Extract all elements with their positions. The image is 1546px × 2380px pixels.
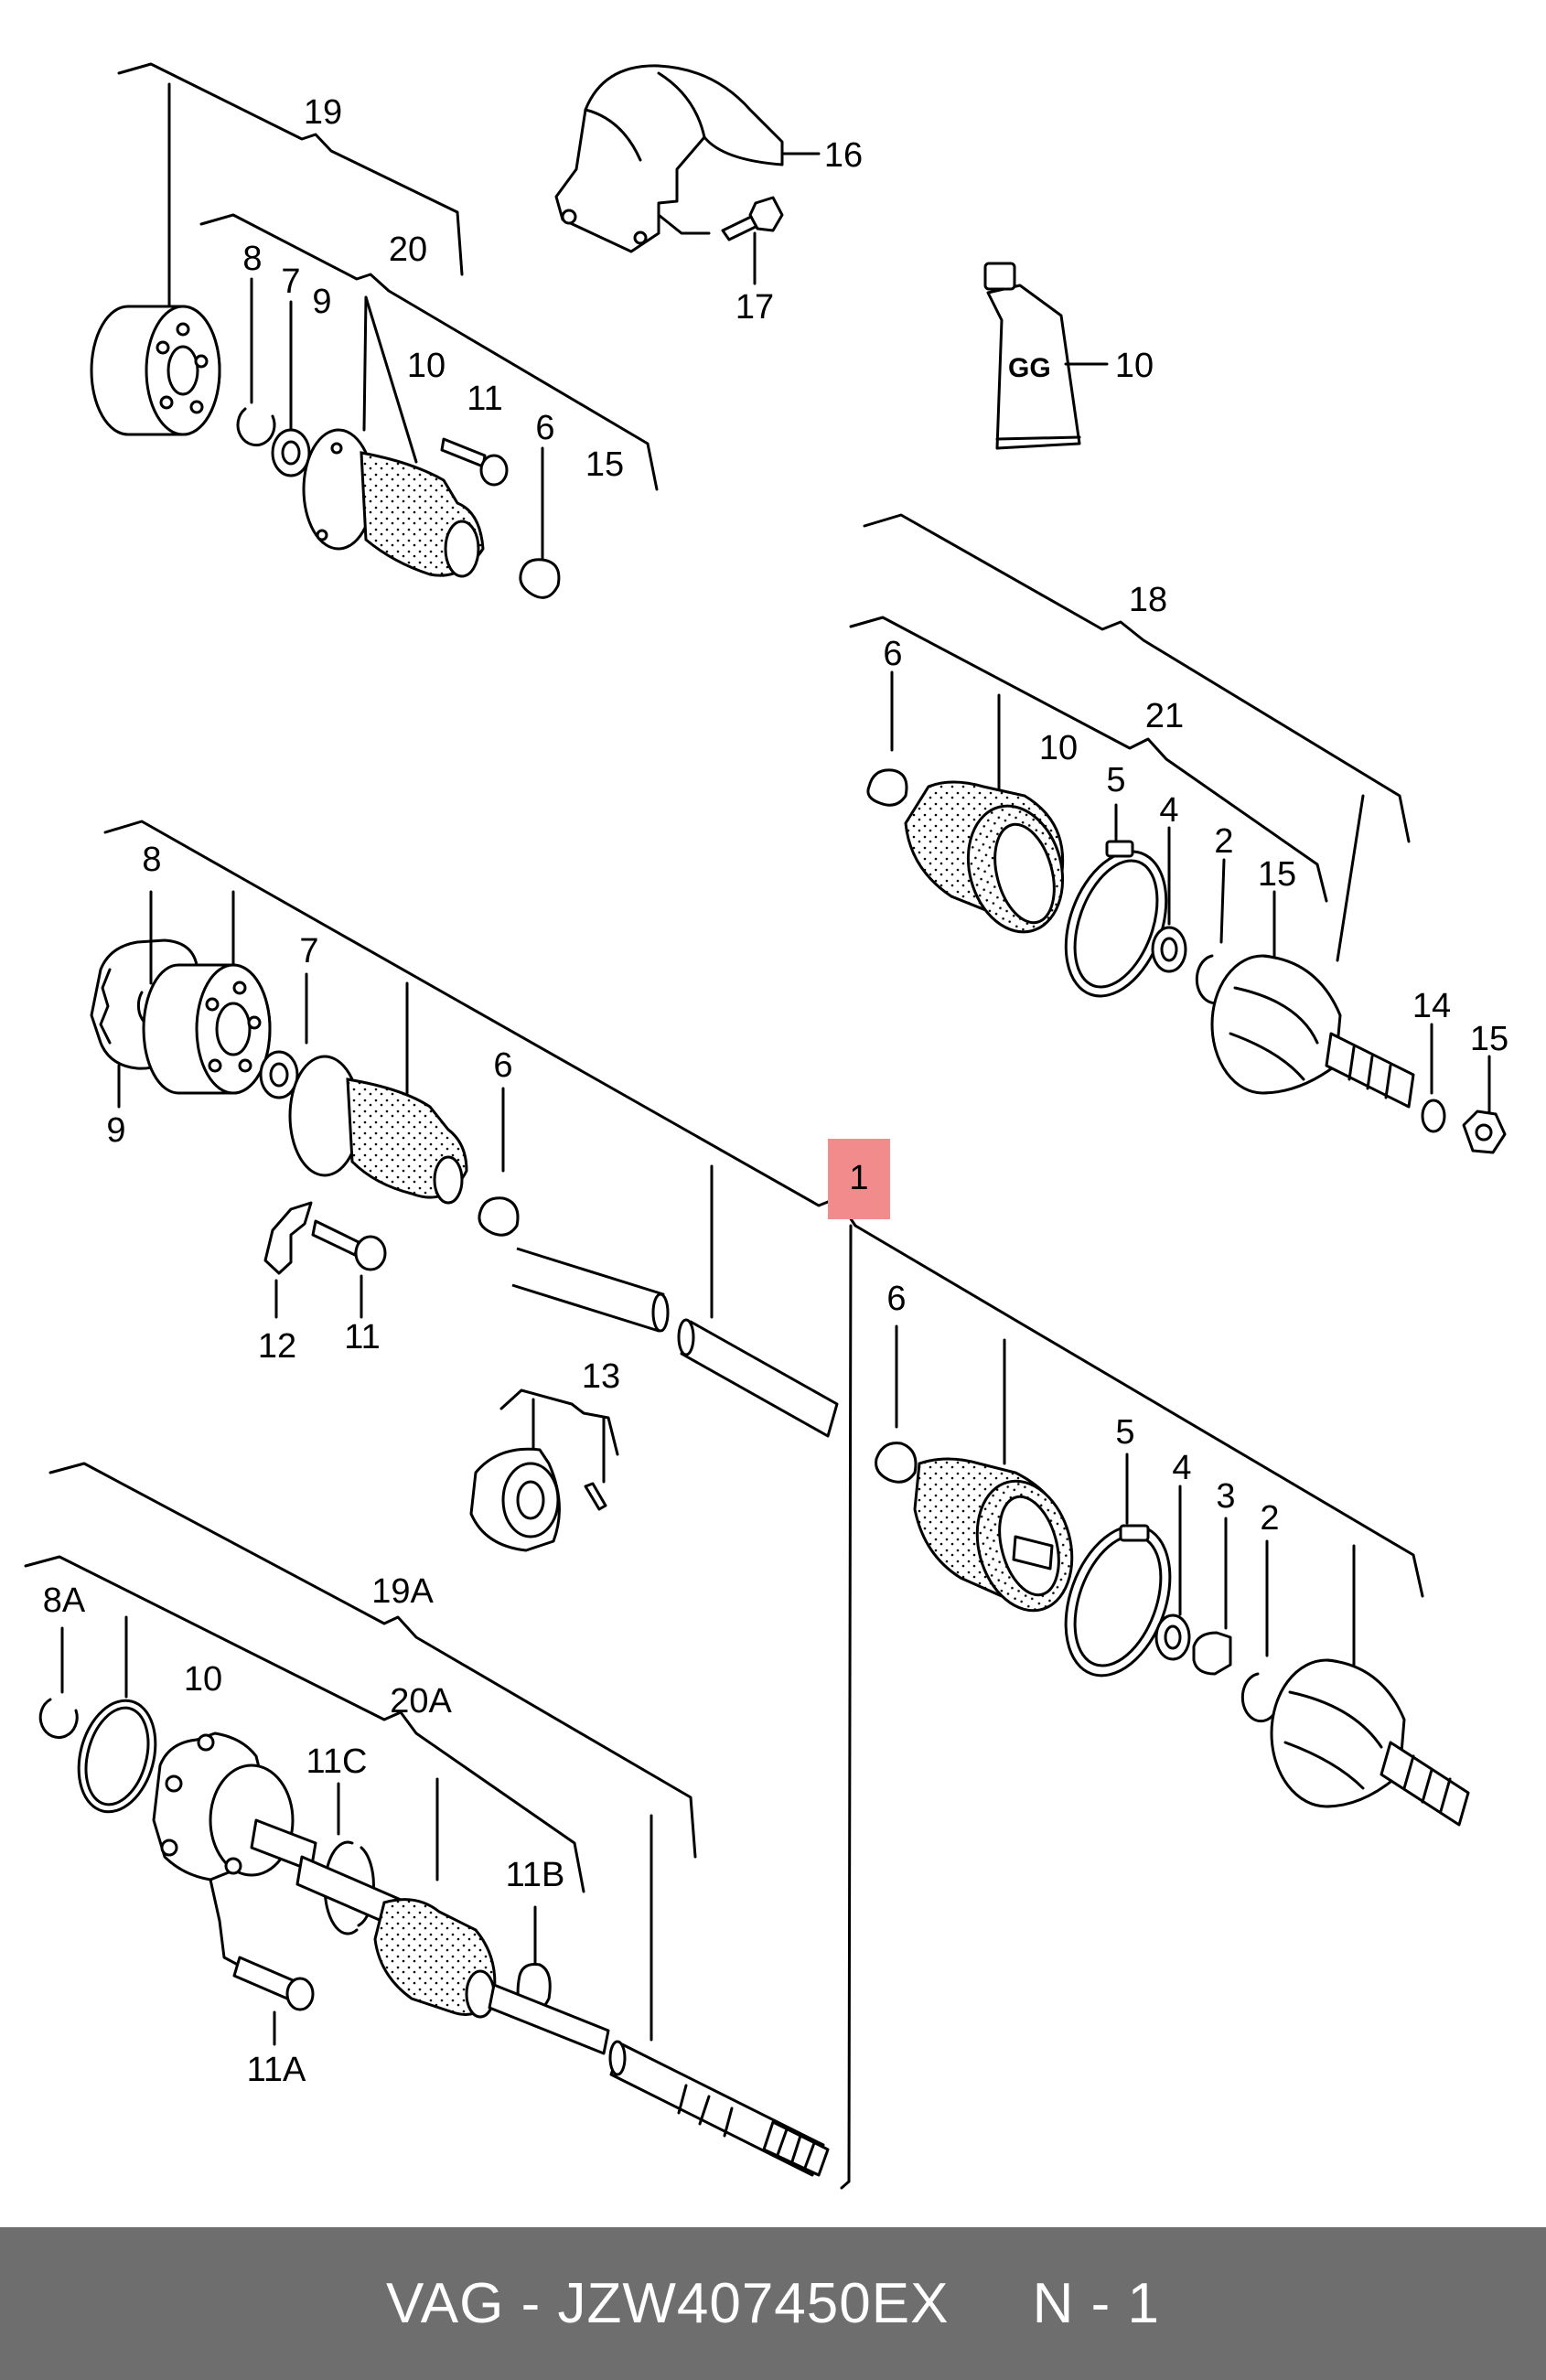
washer-14: [1421, 1023, 1446, 1133]
label-7-mid: 7: [299, 932, 318, 970]
separator-text: -: [504, 2272, 558, 2335]
label-5-low: 5: [1115, 1413, 1134, 1452]
bolt-11-top: [440, 437, 509, 487]
outer-joint-housing-19: [90, 305, 221, 436]
label-9-top: 9: [312, 283, 331, 321]
outer-joint-low: [1270, 1544, 1470, 1827]
group-19-leader: [117, 62, 464, 317]
clamp-11B: [488, 1905, 610, 2055]
circlip-8-top: [236, 277, 276, 447]
clamp-6-mid: [478, 1087, 520, 1237]
band-clamp-5-low: [1064, 1453, 1172, 1678]
tripod-joint-housing: [152, 1731, 317, 1967]
circlip-2-low: [1240, 1539, 1278, 1723]
label-19A: 19A: [371, 1572, 434, 1611]
washer-4-right: [1151, 826, 1187, 973]
caption-text: VAG - JZW407450EX N - 1: [386, 2271, 1160, 2336]
label-17: 17: [735, 288, 774, 327]
damper-13-leader: [499, 1388, 619, 1484]
label-11C: 11C: [306, 1742, 368, 1781]
group-19A-leader: [48, 1462, 697, 2042]
label-11A: 11A: [247, 2051, 306, 2089]
label-6-low: 6: [886, 1280, 906, 1318]
label-12: 12: [258, 1327, 296, 1366]
group-20-leader: [199, 213, 659, 491]
boot-10-right: [904, 693, 1065, 934]
part-number-text: JZW407450EX: [557, 2272, 950, 2335]
damper-13: [469, 1447, 607, 1552]
washer-7-top: [271, 300, 311, 477]
label-6-top: 6: [535, 409, 554, 447]
label-2-right: 2: [1214, 822, 1233, 861]
group-18-leader: [863, 513, 1411, 962]
label-2-low: 2: [1260, 1499, 1279, 1538]
seal-ring-10-low: [77, 1699, 157, 1814]
washer-4-low: [1154, 1485, 1191, 1661]
boot-10-mid: [288, 981, 468, 1205]
label-6-right: 6: [883, 635, 902, 673]
boot-20A: [295, 1777, 497, 2019]
shaft-segment-upper: [511, 1164, 839, 1438]
shaft-lower: [608, 2040, 830, 2177]
bracket-12: [263, 1201, 313, 1319]
clamp-6-top: [519, 446, 561, 599]
label-15-right: 15: [1258, 855, 1296, 894]
label-1: 1: [849, 1159, 868, 1197]
label-4-low: 4: [1172, 1449, 1191, 1487]
label-13: 13: [582, 1357, 620, 1396]
clamp-6-low: [875, 1324, 918, 1484]
gap-text: [949, 2272, 1032, 2335]
heat-shield-16: [554, 64, 821, 253]
label-10-right: 10: [1039, 729, 1078, 767]
label-5-right: 5: [1106, 761, 1125, 799]
grease-tube-10: GG: [983, 262, 1109, 450]
spacer-3: [1192, 1517, 1232, 1676]
label-11-mid: 11: [344, 1318, 380, 1356]
washer-7-mid: [259, 972, 308, 1099]
label-8-top: 8: [242, 240, 262, 278]
label-16: 16: [824, 136, 863, 175]
label-19: 19: [304, 93, 342, 132]
bolt-11A: [232, 1956, 315, 2046]
label-3: 3: [1216, 1477, 1235, 1516]
group-20A-leader: [24, 1555, 585, 1893]
label-11B: 11B: [506, 1856, 565, 1894]
bolt-11-mid: [311, 1219, 387, 1319]
label-21: 21: [1145, 697, 1184, 735]
outer-joint-15-right: [1210, 890, 1415, 1109]
label-8A: 8A: [43, 1581, 86, 1620]
label-9-mid: 9: [106, 1111, 125, 1150]
label-10-top: 10: [407, 347, 446, 385]
caption-bar: VAG - JZW407450EX N - 1: [0, 2227, 1546, 2380]
brand-text: VAG: [386, 2272, 505, 2335]
boot-assembly-top: [302, 295, 485, 578]
nut-15: [1462, 1055, 1507, 1154]
label-15-nut: 15: [1470, 1020, 1508, 1058]
label-18: 18: [1129, 581, 1167, 619]
label-15-top: 15: [585, 445, 624, 484]
circlip-8A: [38, 1626, 79, 1740]
label-20A: 20A: [390, 1682, 452, 1721]
svg-text:GG: GG: [1008, 353, 1051, 383]
label-10-grease: 10: [1115, 347, 1154, 385]
label-8-mid: 8: [142, 841, 161, 879]
label-10-low: 10: [184, 1660, 222, 1699]
group-21-leader: [849, 616, 1328, 903]
label-20: 20: [389, 230, 427, 269]
callout-1-highlight: [828, 1139, 890, 1219]
label-7-top: 7: [281, 263, 300, 301]
clamp-6-right: [866, 670, 908, 807]
inner-joint-housing-mid: [142, 890, 272, 1095]
label-6-mid: 6: [493, 1046, 512, 1085]
note-text: N - 1: [1032, 2272, 1160, 2335]
label-4-right: 4: [1159, 791, 1178, 830]
boot-10-low: [913, 1338, 1074, 1613]
label-14: 14: [1412, 987, 1451, 1025]
exploded-parts-diagram: GG: [24, 62, 1508, 2190]
bolt-17: [721, 196, 784, 285]
band-clamp-5-right: [1064, 803, 1168, 998]
label-11-top: 11: [467, 380, 502, 418]
